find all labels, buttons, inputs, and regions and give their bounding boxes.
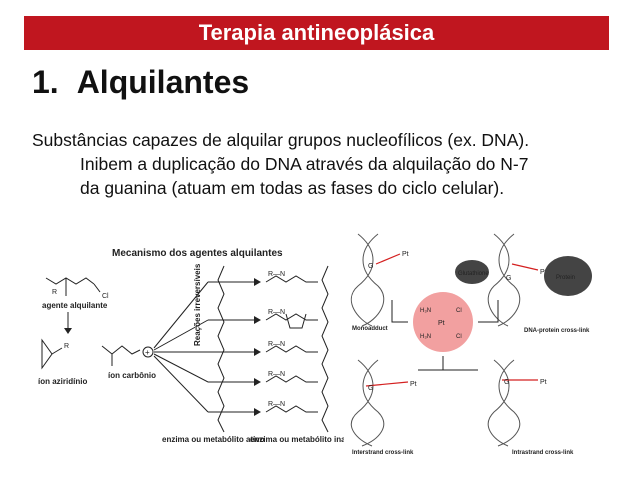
svg-text:Pt: Pt	[540, 379, 547, 386]
svg-text:Pt: Pt	[402, 251, 409, 258]
svg-text:Cl: Cl	[102, 293, 109, 300]
aziridinium-structure	[41, 338, 63, 370]
svg-text:R—N: R—N	[268, 401, 285, 408]
heading-number: 1.	[32, 64, 59, 100]
heading-text: Alquilantes	[76, 64, 250, 100]
product-structures	[265, 275, 318, 413]
dna-helix-bottom-right	[487, 359, 521, 447]
svg-text:G: G	[506, 275, 511, 282]
svg-text:+: +	[145, 348, 150, 357]
reaction-arrows	[153, 281, 258, 413]
glutathione-blob	[455, 260, 489, 284]
dna-helix-bottom-left	[350, 359, 385, 447]
glutathione-label: Glutathione	[458, 271, 489, 277]
svg-text:R—N: R—N	[268, 309, 285, 316]
dna-adducts-figure: Pt Pt Pt Pt G G G G Glutathione Protein …	[350, 233, 592, 456]
carbonium-structure	[101, 345, 141, 366]
body-line-3: da guanina (atuam em todas as fases do c…	[80, 178, 505, 198]
agent-label: agente alquilante	[42, 301, 108, 310]
mechanism-title: Mecanismo dos agentes alquilantes	[112, 248, 283, 259]
svg-text:R—N: R—N	[268, 371, 285, 378]
svg-text:Pt: Pt	[540, 269, 547, 276]
cation-symbol	[142, 346, 154, 358]
svg-text:H₃N: H₃N	[420, 334, 431, 340]
protein-blob-label: Protein	[556, 275, 575, 281]
reactions-label: Reações irreversíveis	[193, 263, 202, 346]
dna-helix-top-left	[350, 233, 385, 327]
svg-text:R: R	[52, 289, 57, 296]
section-heading: 1. Alquilantes	[32, 64, 249, 101]
svg-text:H₃N: H₃N	[420, 308, 431, 314]
svg-text:Pt: Pt	[438, 320, 445, 327]
svg-text:G: G	[504, 379, 509, 386]
svg-text:G: G	[368, 385, 373, 392]
inactive-enzyme-label: enzima ou metabólito inativo	[250, 435, 344, 444]
protein-blob	[544, 256, 592, 296]
svg-text:R—N: R—N	[268, 341, 285, 348]
svg-text:R—N: R—N	[268, 271, 285, 278]
svg-text:Pt: Pt	[410, 381, 417, 388]
body-paragraph: Substâncias capazes de alquilar grupos n…	[32, 128, 592, 200]
body-line-1: Substâncias capazes de alquilar grupos n…	[32, 130, 530, 150]
active-enzyme-label: enzima ou metabólito ativo	[162, 435, 265, 444]
svg-text:G: G	[368, 263, 373, 270]
enzyme-chain	[217, 265, 329, 433]
body-line-2: Inibem a duplicação do DNA através da al…	[80, 154, 529, 174]
pt-attachments	[365, 253, 539, 387]
intrastrand-label: Intrastrand cross-link	[512, 450, 574, 456]
svg-text:Cl: Cl	[456, 334, 462, 340]
interstrand-label: Interstrand cross-link	[352, 450, 414, 456]
alkylation-mechanism-figure: Mecanismo dos agentes alquilantes R Cl a…	[38, 248, 344, 444]
svg-text:Cl: Cl	[456, 308, 462, 314]
cisplatin-circle	[413, 292, 473, 352]
svg-text:R: R	[64, 343, 69, 350]
agent-structure	[45, 277, 101, 296]
adduct-arrows	[391, 300, 499, 371]
title-banner: Terapia antineoplásica	[24, 16, 609, 50]
slide-title: Terapia antineoplásica	[198, 20, 435, 45]
aziridinium-label: íon aziridínio	[38, 377, 87, 386]
dna-protein-label: DNA-protein cross-link	[524, 328, 590, 334]
dna-helix-top-right	[487, 233, 521, 327]
monoadduct-label: Monoadduct	[352, 326, 388, 332]
carbonium-label: íon carbônio	[108, 371, 156, 380]
